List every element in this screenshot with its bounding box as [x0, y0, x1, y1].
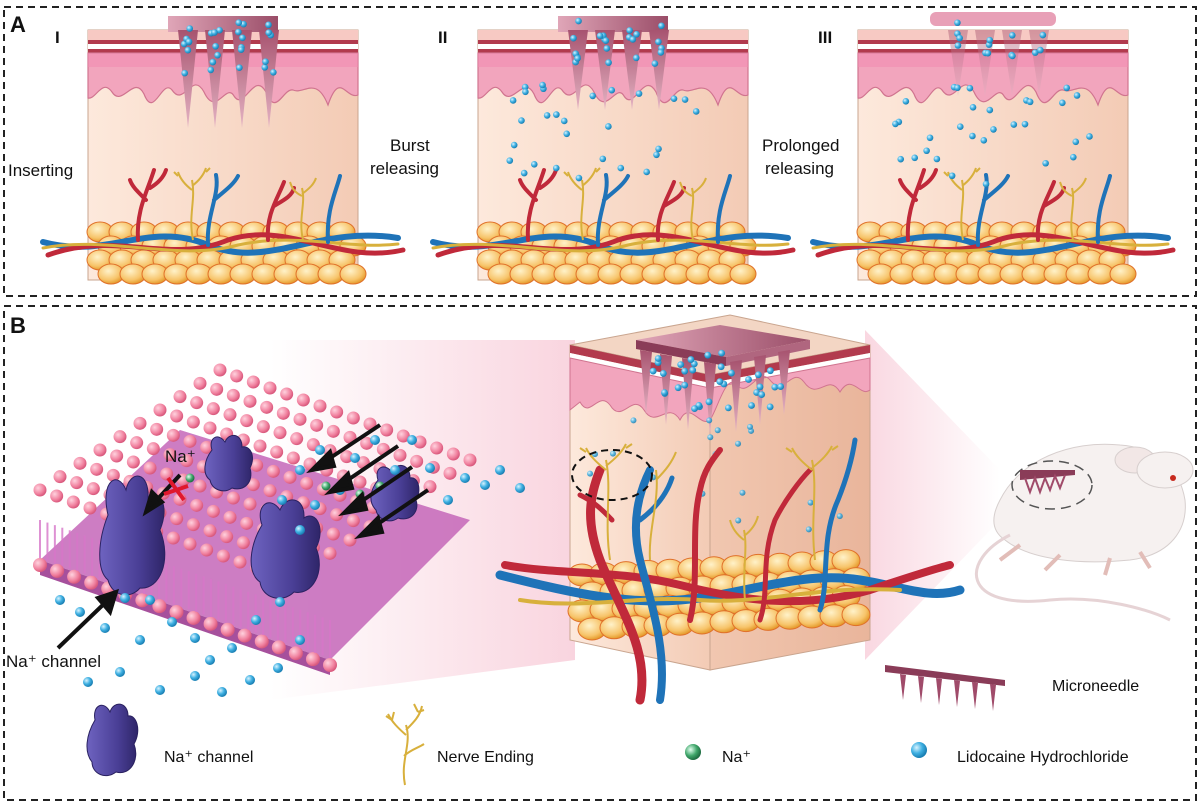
vessels	[430, 168, 796, 258]
nerve-endings-3d	[579, 443, 839, 601]
na-ion-label: Na⁺	[165, 447, 196, 466]
skin-block-step-2	[430, 16, 796, 285]
legend-label-na: Na⁺	[722, 749, 751, 766]
na-channel-top[interactable]	[204, 434, 253, 492]
zoom-cone-right	[865, 330, 1000, 660]
nerve-ending-icon	[385, 703, 425, 786]
microneedle-patch	[168, 16, 279, 128]
na-channel-arrow	[56, 473, 182, 650]
step1-action-line1: Inserting	[8, 161, 73, 180]
na-channel-icon	[86, 703, 139, 777]
lidocaine-arrows	[306, 423, 430, 540]
na-channel-label: Na⁺ channel	[6, 652, 101, 671]
step3-numeral: III	[818, 28, 832, 47]
panel-b-frame	[3, 305, 1197, 801]
nerve-endings	[173, 167, 317, 241]
microneedle-patch	[558, 16, 669, 110]
zoom-highlight-circle	[571, 449, 653, 501]
lidocaine-particles	[892, 19, 1093, 188]
step2-numeral: II	[438, 28, 447, 47]
panel-a-skin-blocks	[40, 12, 1176, 285]
nerve-endings	[563, 167, 707, 241]
lidocaine-particles-b	[55, 435, 525, 697]
step2-action-line1: Burst	[390, 136, 430, 155]
legend: Na⁺ channel Nerve Ending Na⁺ Lidocaine H…	[86, 703, 1129, 786]
microneedle-label: Microneedle	[1052, 678, 1139, 695]
vessels-3d	[495, 437, 965, 705]
skin-block-step-3	[810, 12, 1176, 285]
lidocaine-particles	[506, 17, 700, 182]
mouse-illustration	[975, 443, 1194, 622]
sodium-ion-icon	[685, 744, 701, 760]
fat-cells	[86, 221, 367, 285]
panel-a-labels: I II III Inserting Burst releasing Prolo…	[8, 28, 840, 180]
vessels	[810, 168, 1176, 258]
lidocaine-particles	[180, 19, 277, 77]
panel-b-letter: B	[10, 313, 26, 338]
vessels	[40, 168, 406, 258]
na-channel-mid[interactable]	[250, 499, 321, 599]
microneedle-icon	[885, 665, 1005, 711]
nerve-endings	[943, 167, 1087, 241]
legend-label-na-channel: Na⁺ channel	[164, 749, 253, 766]
lidocaine-icon	[911, 742, 927, 758]
step3-action-line1: Prolonged	[762, 136, 840, 155]
step2-action-line2: releasing	[370, 159, 439, 178]
legend-label-lidocaine: Lidocaine Hydrochloride	[957, 749, 1129, 766]
step3-action-line2: releasing	[765, 159, 834, 178]
panel-a-frame	[3, 6, 1197, 297]
step1-numeral: I	[55, 28, 60, 47]
skin-block-step-1	[40, 16, 406, 285]
legend-label-nerve: Nerve Ending	[437, 749, 534, 766]
panel-a-letter: A	[10, 12, 26, 37]
blocked-na-cross-icon	[163, 476, 189, 502]
lidocaine-particles-skin	[587, 349, 843, 533]
